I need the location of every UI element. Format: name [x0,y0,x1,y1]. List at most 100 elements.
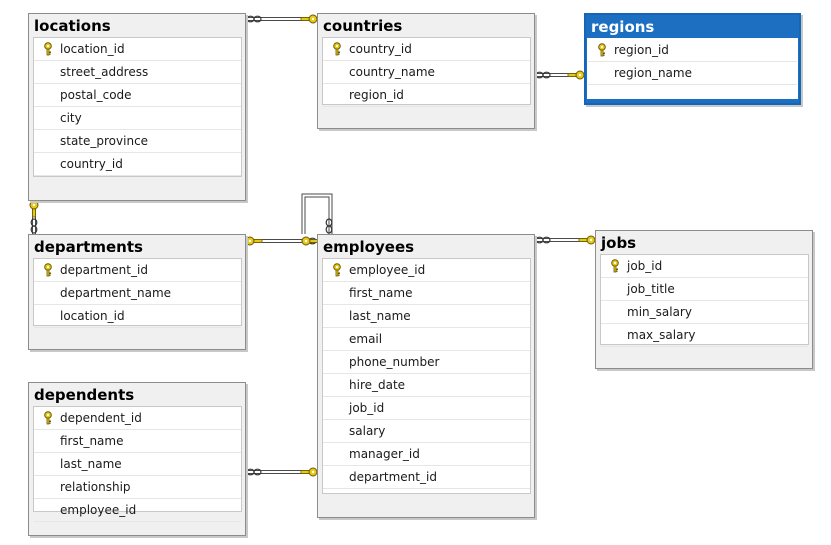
column-name: first_name [349,286,413,300]
infinity-icon [246,15,262,23]
column-name: email [349,332,383,346]
column-row[interactable]: department_name [34,282,241,305]
table-title: dependents [34,386,135,404]
column-name: employee_id [349,263,426,277]
column-row[interactable]: employee_id [34,499,241,522]
key-icon [567,70,585,80]
infinity-icon [246,468,262,476]
key-icon [333,42,341,56]
column-name: hire_date [349,378,406,392]
column-name: job_id [627,259,663,273]
column-name: department_id [349,470,437,484]
column-row[interactable]: dependent_id [34,407,241,430]
key-icon [611,259,619,273]
column-row[interactable]: location_id [34,305,241,328]
column-name: state_province [60,134,149,148]
column-row[interactable]: relationship [34,476,241,499]
column-row[interactable]: country_id [323,38,530,61]
key-icon [300,14,318,24]
column-row[interactable]: email [323,328,530,351]
table-title: employees [323,238,415,256]
column-name: country_id [60,157,123,171]
column-name: min_salary [627,305,692,319]
column-name: job_id [349,401,385,415]
column-row[interactable]: country_name [323,61,530,84]
column-list: job_id job_title min_salary max_salary [600,254,809,347]
column-name: job_title [627,282,675,296]
column-row[interactable]: country_id [34,153,241,176]
key-icon [598,43,606,57]
key-icon [300,467,318,477]
column-row[interactable]: first_name [34,430,241,453]
column-row[interactable]: region_name [588,62,797,85]
column-row[interactable]: manager_id [323,443,530,466]
column-list: department_id department_name location_id [33,258,242,328]
column-row[interactable]: phone_number [323,351,530,374]
column-name: last_name [349,309,411,323]
key-icon [44,42,52,56]
column-list: region_id region_name [587,38,798,99]
infinity-icon [535,71,551,79]
column-name: postal_code [60,88,132,102]
column-name: region_name [614,66,692,80]
table-title: departments [34,238,143,256]
column-name: city [60,111,82,125]
column-name: dependent_id [60,411,142,425]
column-row[interactable]: min_salary [601,301,808,324]
key-icon [578,235,596,245]
key-icon [44,411,52,425]
column-name: country_id [349,42,412,56]
key-icon [29,200,39,218]
table-departments[interactable]: departments department_id department_name… [28,234,246,350]
column-row[interactable]: city [34,107,241,130]
column-row[interactable]: region_id [323,84,530,107]
key-icon [301,236,319,246]
column-name: employee_id [60,503,137,517]
column-row[interactable]: street_address [34,61,241,84]
table-title: jobs [601,234,637,252]
column-row[interactable]: department_id [323,466,530,489]
key-icon [245,236,263,246]
key-icon [44,263,52,277]
column-row[interactable]: last_name [34,453,241,476]
column-row[interactable]: last_name [323,305,530,328]
column-row[interactable]: state_province [34,130,241,153]
column-row[interactable]: first_name [323,282,530,305]
column-name: phone_number [349,355,440,369]
column-row[interactable]: region_id [588,39,797,62]
table-jobs[interactable]: jobs job_id job_title min_salary max_salary [595,230,813,369]
column-name: department_id [60,263,148,277]
column-row[interactable]: employee_id [323,259,530,282]
column-name: street_address [60,65,149,79]
column-name: location_id [60,42,125,56]
table-employees[interactable]: employees employee_id first_name last_name… [317,234,535,518]
column-row[interactable]: salary [323,420,530,443]
column-row[interactable]: max_salary [601,324,808,347]
column-row[interactable]: location_id [34,38,241,61]
column-row[interactable]: postal_code [34,84,241,107]
column-name: region_id [614,43,669,57]
relationship-employees-manager [304,196,330,234]
infinity-icon [30,218,38,234]
column-row[interactable]: job_id [601,255,808,278]
column-row[interactable]: department_id [34,259,241,282]
column-list: country_id country_name region_id [322,37,531,107]
column-name: max_salary [627,328,696,342]
column-name: country_name [349,65,435,79]
column-name: salary [349,424,386,438]
column-row[interactable]: hire_date [323,374,530,397]
column-row[interactable]: job_id [323,397,530,420]
column-row[interactable]: job_title [601,278,808,301]
infinity-icon [325,218,333,234]
column-name: department_name [60,286,172,300]
table-title: locations [34,17,111,35]
